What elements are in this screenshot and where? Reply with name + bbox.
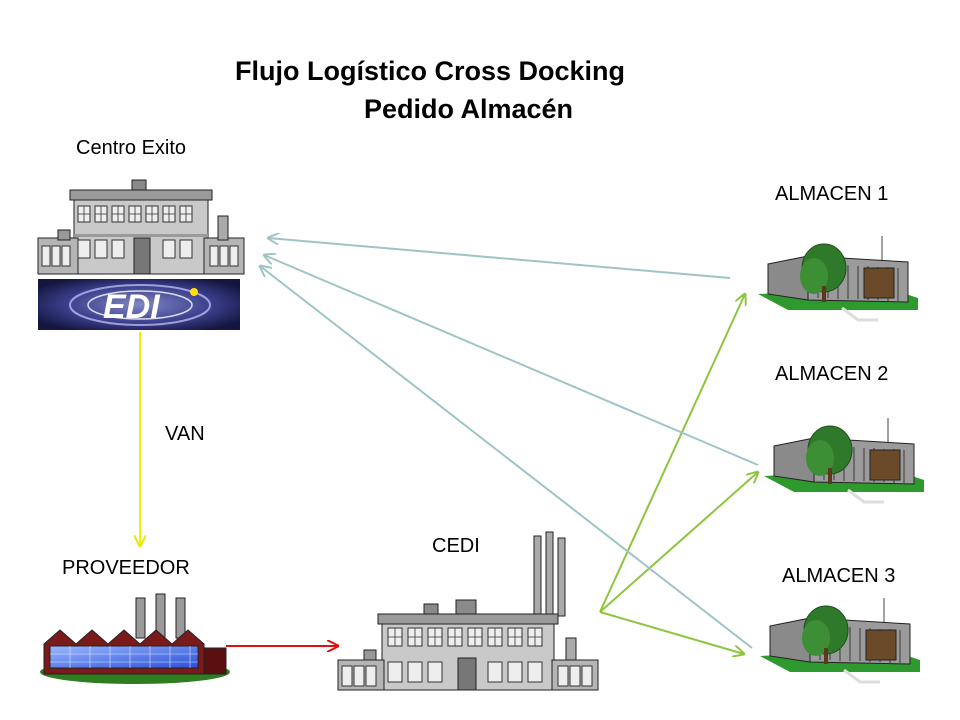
distribution-arrows — [599, 294, 758, 654]
warehouse-icon — [337, 531, 599, 691]
van-edge-label: VAN — [165, 423, 205, 445]
edi-logo-icon: EDI — [38, 279, 240, 330]
proveedor-label: PROVEEDOR — [62, 557, 190, 579]
order-arrows — [260, 238, 759, 649]
cedi-label: CEDI — [432, 535, 480, 557]
almacen-1-label: ALMACEN 1 — [775, 183, 888, 205]
store-building-icon — [760, 598, 920, 684]
diagram-title-line1: Flujo Logístico Cross Docking — [235, 56, 625, 86]
almacen-3-label: ALMACEN 3 — [782, 565, 895, 587]
centro-exito-label: Centro Exito — [76, 137, 186, 159]
diagram-title-line2: Pedido Almacén — [364, 94, 573, 124]
store-building-icon — [764, 418, 924, 504]
factory-icon — [40, 593, 230, 684]
store-building-icon — [758, 236, 918, 322]
edi-logo-text: EDI — [103, 288, 161, 326]
almacen-2-label: ALMACEN 2 — [775, 363, 888, 385]
office-building-icon — [37, 179, 245, 275]
